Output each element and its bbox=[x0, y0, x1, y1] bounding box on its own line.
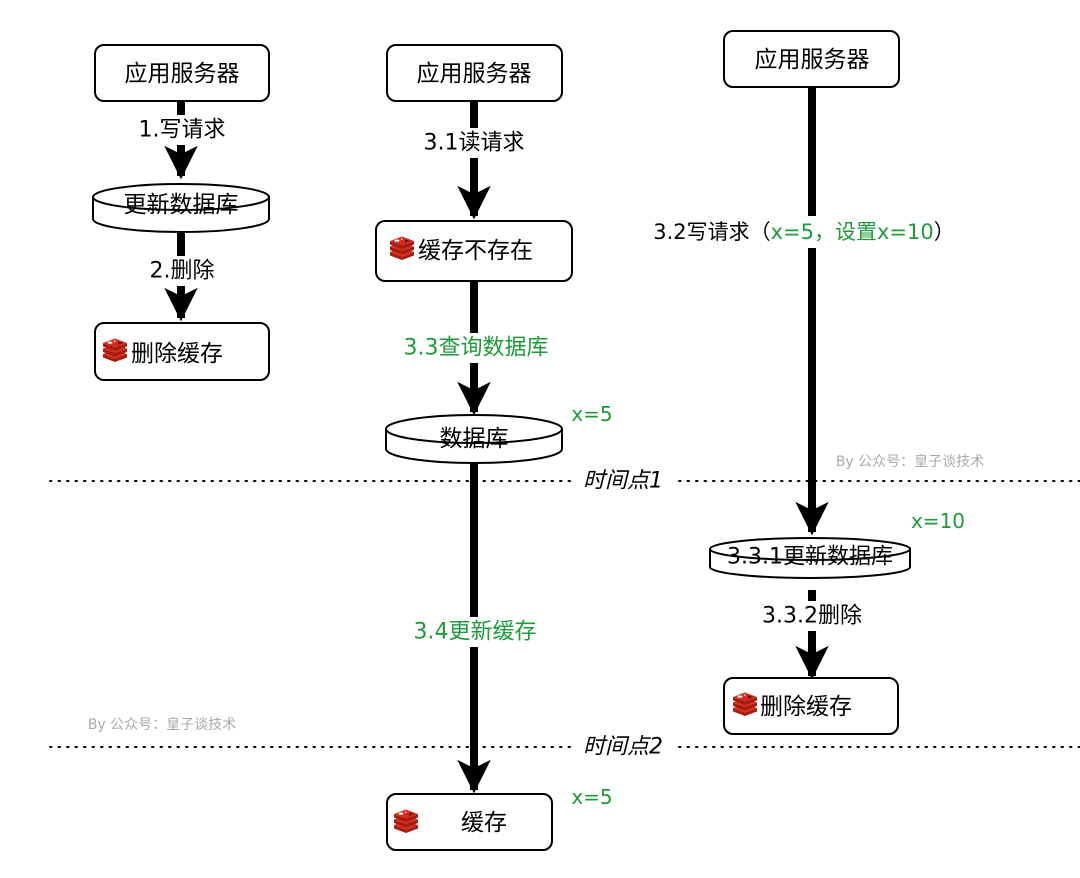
delete-label-bg bbox=[140, 256, 224, 286]
db-label: 数据库 bbox=[440, 426, 509, 452]
query-db-label: 3.3查询数据库 bbox=[404, 336, 549, 361]
cache-miss-box bbox=[375, 220, 573, 282]
delete-cache-label-1: 删除缓存 bbox=[131, 341, 223, 367]
delete-cache-label-2: 删除缓存 bbox=[760, 694, 852, 720]
cache-label: 缓存 bbox=[461, 810, 507, 836]
read-request-label-bg bbox=[410, 128, 538, 158]
watermark-1: By 公众号：皇子谈技术 bbox=[836, 454, 984, 470]
cache-miss-label: 缓存不存在 bbox=[418, 238, 533, 264]
query-db-label-bg bbox=[388, 333, 564, 363]
write-request-2-values: x=5，设置x=10 bbox=[771, 220, 934, 244]
write-request-label: 1.写请求 bbox=[139, 118, 226, 143]
time-point-1-bg bbox=[572, 467, 674, 495]
app-server-label-2: 应用服务器 bbox=[417, 61, 532, 87]
write-request-2-label: 3.2写请求（x=5，设置x=10） bbox=[653, 220, 955, 244]
delete-cache-box-2 bbox=[723, 677, 899, 735]
column-write-flow: 应用服务器 1.写请求 更新数据库 2.删除 删除缓存 bbox=[92, 44, 270, 381]
update-db-label-2: 3.3.1更新数据库 bbox=[727, 545, 893, 570]
cache-value: x=5 bbox=[571, 785, 612, 809]
write-request-2-label-bg bbox=[636, 216, 972, 248]
delete-2-label-bg bbox=[752, 601, 872, 631]
update-db-label-1: 更新数据库 bbox=[124, 192, 239, 218]
db-value: x=5 bbox=[571, 402, 612, 426]
update-cache-label: 3.4更新缓存 bbox=[414, 620, 537, 645]
redis-icon bbox=[103, 338, 127, 362]
app-server-box-1 bbox=[94, 44, 270, 102]
time-point-2-bg bbox=[572, 733, 674, 761]
write-request-label-bg bbox=[130, 115, 234, 145]
app-server-box-2 bbox=[386, 44, 563, 102]
watermark-2: By 公众号：皇子谈技术 bbox=[88, 717, 236, 733]
delete-2-label: 3.3.2删除 bbox=[762, 604, 862, 629]
app-server-label-1: 应用服务器 bbox=[125, 61, 240, 87]
db-cylinder bbox=[385, 414, 563, 464]
redis-icon bbox=[390, 236, 414, 260]
app-server-label-3: 应用服务器 bbox=[755, 47, 870, 73]
time-point-1-label: 时间点1 bbox=[583, 469, 663, 494]
delete-label: 2.删除 bbox=[150, 259, 215, 284]
redis-icon bbox=[394, 809, 418, 833]
write-request-2-prefix: 3.2写请求（ bbox=[653, 220, 770, 244]
column-read-flow: 应用服务器 3.1读请求 缓存不存在 3.3查询数据库 数据库 x=5 3.4更… bbox=[375, 44, 613, 851]
app-server-box-3 bbox=[723, 30, 900, 88]
time-point-2-label: 时间点2 bbox=[583, 735, 663, 760]
read-request-label: 3.1读请求 bbox=[424, 131, 525, 156]
update-db-cylinder-1 bbox=[92, 183, 270, 233]
column-concurrent-write-flow: 应用服务器 3.2写请求（x=5，设置x=10） By 公众号：皇子谈技术 3.… bbox=[636, 30, 984, 735]
updated-value: x=10 bbox=[911, 509, 965, 533]
cache-box bbox=[386, 793, 553, 851]
delete-cache-box-1 bbox=[94, 322, 270, 381]
redis-icon bbox=[733, 692, 757, 716]
update-db-cylinder-2 bbox=[709, 537, 911, 579]
update-cache-label-bg bbox=[400, 617, 550, 647]
write-request-2-suffix: ） bbox=[934, 220, 955, 244]
